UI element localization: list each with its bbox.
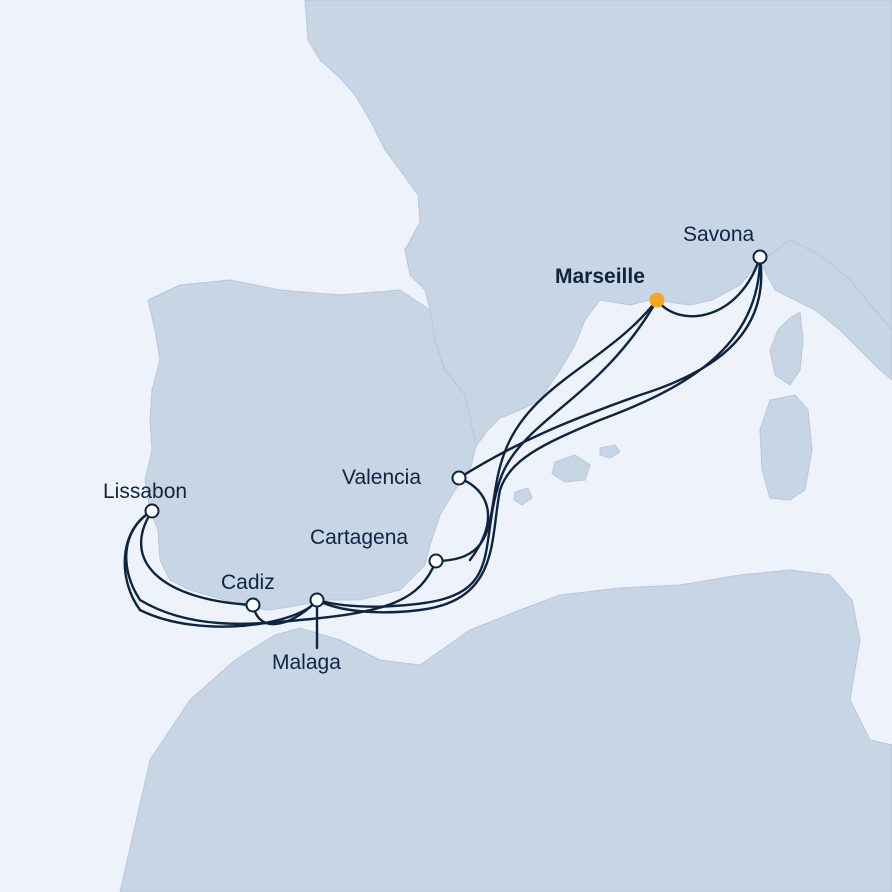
port-marker-cadiz[interactable] [245,597,261,613]
sardinia-island [759,394,813,501]
ibiza-island [513,487,533,506]
port-marker-valencia[interactable] [451,470,467,486]
menorca-island [599,444,621,459]
port-marker-savona[interactable] [752,249,768,265]
port-label-valencia: Valencia [342,466,421,489]
italy-landmass [759,239,892,381]
route-valencia-cartagena [457,476,490,562]
route-lissabon-cadiz [140,509,255,607]
route-cartagena-lissabon [125,509,438,625]
port-label-malaga: Malaga [272,651,341,674]
mallorca-island [551,454,591,483]
iberia-landmass [144,279,477,611]
port-label-lissabon: Lissabon [103,480,188,503]
port-label-cartagena: Cartagena [310,526,409,549]
north-africa-landmass [119,569,892,892]
route-savona-valencia [457,255,763,480]
port-label-savona: Savona [683,223,755,246]
port-marker-lissabon[interactable] [144,503,160,519]
route-cadiz-malaga [251,598,319,626]
route-malaga-marseille [315,298,659,608]
route-savona-malaga [315,255,762,614]
port-marker-malaga[interactable] [309,592,325,608]
cruise-routes [123,255,763,650]
route-malaga-lissabon [123,509,319,628]
port-marker-cartagena[interactable] [428,553,444,569]
port-label-marseille: Marseille [555,265,645,288]
corsica-island [769,311,804,386]
port-label-cadiz: Cadiz [221,571,275,594]
port-marker-marseille-home[interactable] [649,292,665,308]
route-marseille-savona [655,255,762,318]
